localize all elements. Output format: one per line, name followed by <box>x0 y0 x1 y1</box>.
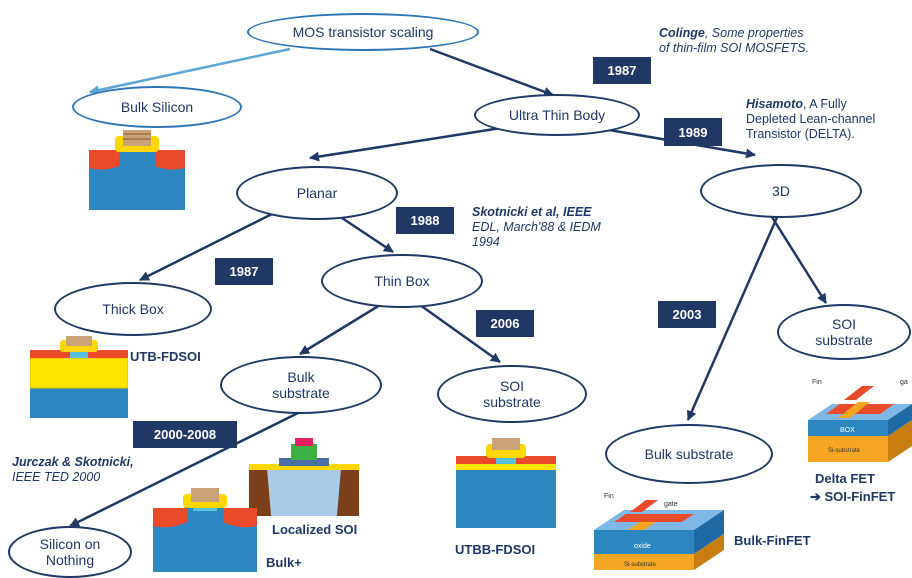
node-thin-box: Thin Box <box>321 254 483 308</box>
edge-thinbox-bulk <box>299 303 381 356</box>
ref-skotnicki: Skotnicki et al, IEEE EDL, March'88 & IE… <box>472 205 601 250</box>
node-label: MOS transistor scaling <box>292 23 434 40</box>
bulk-plus-image <box>153 488 257 572</box>
ref-text: of thin-film SOI MOSFETS. <box>659 41 810 55</box>
node-label: Planar <box>296 184 338 201</box>
si-substrate-text: Si-substrate <box>828 448 861 454</box>
ref-text: 1994 <box>472 235 500 249</box>
node-label: Thick Box <box>102 300 164 317</box>
edge-3d-bulk <box>686 205 784 421</box>
edge-bulk-son <box>69 410 301 528</box>
si-substrate-text: Si-substrate <box>624 562 657 568</box>
node-label-line2: substrate <box>815 332 873 348</box>
label-localized-soi: Localized SOI <box>272 522 358 537</box>
node-mos-scaling: MOS transistor scaling <box>247 13 479 51</box>
node-label-line2: Nothing <box>45 552 95 568</box>
node-label: 3D <box>772 182 790 199</box>
node-bulk-silicon: Bulk Silicon <box>72 86 242 128</box>
ref-hisamoto: Hisamoto, A Fully Depleted Lean-channel … <box>746 97 875 142</box>
ref-text: EDL, March'88 & IEDM <box>472 220 601 234</box>
ref-text: Skotnicki et al, IEEE <box>472 205 592 219</box>
gate-text: gate <box>664 501 678 508</box>
edge-root-bulk <box>89 47 291 95</box>
node-3d: 3D <box>700 164 862 218</box>
label-bulk-plus: Bulk+ <box>266 555 302 570</box>
node-label-line2: substrate <box>483 394 541 410</box>
edge-root-utb <box>429 47 554 97</box>
ref-text: Depleted Lean-channel <box>746 112 876 126</box>
label-utb-fdsoi: UTB-FDSOI <box>130 349 201 364</box>
node-label-line1: Silicon on <box>39 535 101 552</box>
bulk-finfet-image: Fin gate oxide Si-substrate <box>594 493 724 570</box>
edge-thinbox-soi <box>419 303 501 364</box>
year-badge: 1988 <box>396 207 454 234</box>
node-label-line1: Bulk <box>287 368 315 385</box>
edge-utb-planar <box>309 123 521 162</box>
gate-text: ga <box>900 379 908 386</box>
ref-text: IEEE TED 2000 <box>12 470 101 484</box>
node-label: Bulk Silicon <box>120 98 194 115</box>
soi-finfet-image: Fin ga BOX Si-substrate <box>808 379 912 462</box>
fin-text: Fin <box>812 379 822 386</box>
label-utbb-fdsoi: UTBB-FDSOI <box>455 542 536 557</box>
node-label: Bulk substrate <box>644 445 734 462</box>
year-badge: 1987 <box>215 258 273 285</box>
year-badge: 2003 <box>658 301 716 328</box>
edge-planar-thickbox <box>139 208 281 282</box>
bulk-transistor-image <box>89 130 185 210</box>
node-label-line1: SOI <box>831 315 857 332</box>
utbb-fdsoi-image <box>456 438 556 528</box>
oxide-text: oxide <box>634 543 651 550</box>
ref-jurczak: Jurczak & Skotnicki, IEEE TED 2000 <box>12 455 134 485</box>
ref-text: Transistor (DELTA). <box>746 127 855 141</box>
year-badge: 1989 <box>664 118 722 146</box>
ref-text: Jurczak & Skotnicki, <box>12 455 134 469</box>
node-label: Ultra Thin Body <box>508 106 606 123</box>
node-label-line1: SOI <box>499 377 525 394</box>
node-bulk-substrate-3d: Bulk substrate <box>605 424 773 484</box>
year-badge: 2006 <box>476 310 534 337</box>
ref-colinge: Colinge, Some properties of thin-film SO… <box>659 26 809 56</box>
box-text: BOX <box>840 427 855 434</box>
year-badge: 1987 <box>593 57 651 84</box>
node-thick-box: Thick Box <box>54 282 212 336</box>
ref-author: Colinge <box>659 26 705 40</box>
node-label-line2: substrate <box>272 385 330 401</box>
node-label: Thin Box <box>374 272 430 289</box>
node-planar: Planar <box>236 166 398 220</box>
ref-author: Hisamoto <box>746 97 803 111</box>
label-delta-fet: Delta FET <box>815 471 875 486</box>
ref-text: , A Fully <box>802 97 847 111</box>
fin-text: Fin <box>604 493 614 500</box>
utb-fdsoi-image <box>30 336 128 418</box>
year-badge: 2000-2008 <box>133 421 237 448</box>
label-soi-finfet: ➔ SOI-FinFET <box>810 489 896 504</box>
label-bulk-finfet: Bulk-FinFET <box>734 533 811 548</box>
node-ultra-thin-body: Ultra Thin Body <box>474 94 640 136</box>
edge-3d-soi <box>763 205 828 304</box>
ref-text: , Some properties <box>704 26 804 40</box>
localized-soi-image <box>249 438 359 516</box>
